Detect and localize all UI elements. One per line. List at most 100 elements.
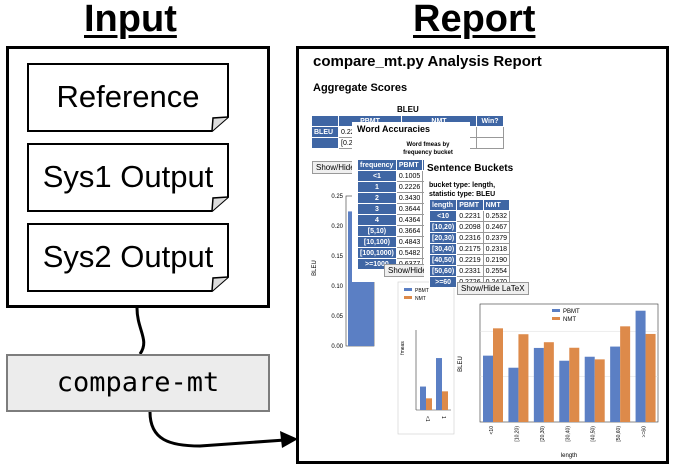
table-cell: 0.2318 xyxy=(482,243,511,255)
report-title: compare_mt.py Analysis Report xyxy=(313,53,542,70)
sys1-label: Sys1 Output xyxy=(42,159,214,194)
legend-swatch xyxy=(552,317,560,320)
legend-swatch xyxy=(552,309,560,312)
reference-label: Reference xyxy=(56,79,200,114)
table-cell: 0.4843 xyxy=(395,236,424,248)
table-cell: 0.3664 xyxy=(395,225,424,237)
legend-swatch xyxy=(404,296,412,299)
table-cell: [50,60) xyxy=(428,265,458,277)
table-cell: 3 xyxy=(357,203,397,215)
bar xyxy=(584,356,595,422)
y-axis-label: BLEU xyxy=(312,260,318,276)
table-cell: 0.4364 xyxy=(395,214,424,226)
x-tick-label: [40,50) xyxy=(591,426,597,442)
bar xyxy=(436,358,442,410)
page-fold-icon xyxy=(27,223,229,292)
table-cell: 0.2331 xyxy=(456,265,484,277)
aggregate-heading: Aggregate Scores xyxy=(313,82,408,94)
bar xyxy=(635,310,646,422)
table-cell: >=60 xyxy=(428,276,458,288)
table-cell: 0.2226 xyxy=(395,181,424,193)
sent-buckets-heading: Sentence Buckets xyxy=(427,163,514,174)
bar xyxy=(543,342,554,422)
table-cell: [10,100) xyxy=(357,236,397,248)
x-tick-label: 1 xyxy=(440,416,446,419)
legend-label: NMT xyxy=(563,317,576,323)
toggle-latex-button-3[interactable]: Show/Hide LaTeX xyxy=(457,282,529,295)
sys1-doc: Sys1 Output xyxy=(27,143,229,212)
sys2-doc: Sys2 Output xyxy=(27,223,229,292)
y-tick-label: 0.00 xyxy=(331,344,343,350)
table-header: PBMT xyxy=(456,199,484,211)
table-header: NMT xyxy=(482,199,511,211)
table-cell: [5,10) xyxy=(357,225,397,237)
y-tick-label: 0.10 xyxy=(331,284,343,290)
chart-bg xyxy=(397,281,455,435)
connector-line xyxy=(135,307,146,355)
reference-doc: Reference xyxy=(27,63,229,132)
bar xyxy=(610,346,621,422)
legend-label: NMT xyxy=(415,296,426,302)
y-tick-label: 0.15 xyxy=(331,254,343,260)
bar xyxy=(569,347,580,422)
table-header: frequency xyxy=(357,159,397,171)
bar xyxy=(620,326,631,422)
x-tick-label: [20,30) xyxy=(540,426,546,442)
bar xyxy=(594,359,605,422)
table-cell: 0.2098 xyxy=(456,221,484,233)
table-cell: 0.2175 xyxy=(456,243,484,255)
table-cell: 0.2532 xyxy=(482,210,511,222)
report-heading: Report xyxy=(413,0,536,40)
table-cell: 0.2190 xyxy=(482,254,511,266)
table-cell: 0.2379 xyxy=(482,232,511,244)
bar xyxy=(426,398,432,410)
y-axis-label: BLEU xyxy=(458,356,464,372)
table-cell: 0.2231 xyxy=(456,210,484,222)
table-cell: 0.2467 xyxy=(482,221,511,233)
bar xyxy=(645,333,656,422)
x-tick-label: [50,60) xyxy=(616,426,622,442)
table-cell: [40,50) xyxy=(428,254,458,266)
x-tick-label: <10 xyxy=(489,426,495,435)
table-header: length xyxy=(428,199,458,211)
x-tick-label: >=60 xyxy=(642,426,648,438)
arrowhead-icon xyxy=(280,431,298,448)
y-tick-label: 0.25 xyxy=(331,194,343,200)
table-cell: 0.2219 xyxy=(456,254,484,266)
legend-label: PBMT xyxy=(563,309,580,315)
table-cell: 2 xyxy=(357,192,397,204)
x-tick-label: <1 xyxy=(424,416,430,422)
bar xyxy=(518,334,529,422)
word-acc-heading: Word Accuracies xyxy=(357,124,431,134)
table-cell: <1 xyxy=(357,170,397,182)
connector-line xyxy=(148,411,286,448)
table-cell: 1 xyxy=(357,181,397,193)
y-axis-label: fmeas xyxy=(400,341,406,355)
length-bleu-chart: BLEU PBMT NMT <10 [10,20) [20,30) [30,40) [40,5… xyxy=(458,303,659,459)
x-tick-label: [10,20) xyxy=(514,426,520,442)
word-acc-subtitle: Word fmeas by frequency bucket xyxy=(403,142,453,156)
compare-mt-box: compare-mt xyxy=(6,354,270,412)
sys2-label: Sys2 Output xyxy=(42,239,214,274)
input-heading: Input xyxy=(84,0,177,40)
bar xyxy=(420,386,426,410)
table-cell: [10,20) xyxy=(428,221,458,233)
bar xyxy=(508,367,519,422)
bar xyxy=(442,391,448,410)
page-fold-icon xyxy=(27,63,229,132)
bar xyxy=(559,360,570,422)
table-cell: 0.5482 xyxy=(395,247,424,259)
x-tick-label: [30,40) xyxy=(565,426,571,442)
y-tick-label: 0.05 xyxy=(331,314,343,320)
bar xyxy=(533,347,544,422)
table-cell: 0.2554 xyxy=(482,265,511,277)
